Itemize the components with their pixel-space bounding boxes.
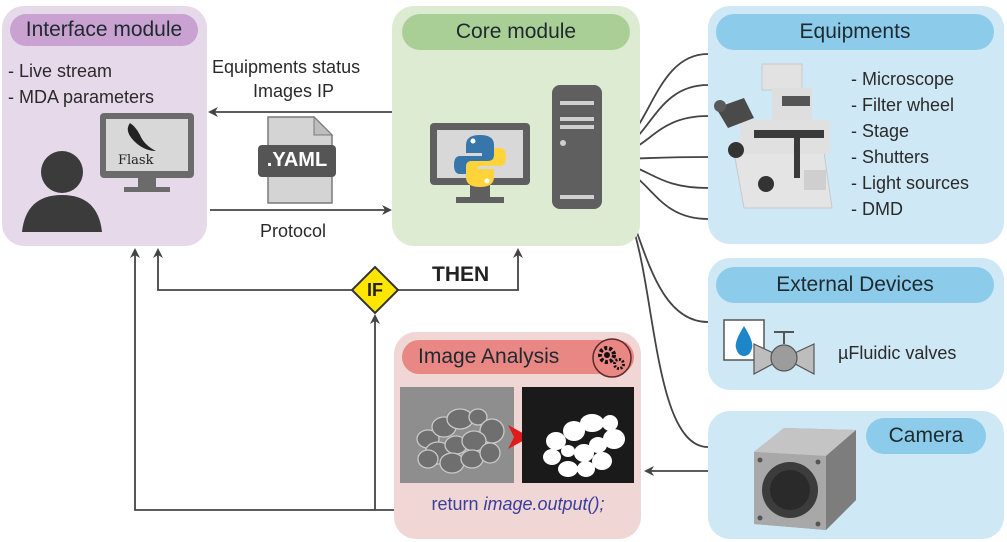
mask-cell xyxy=(603,429,625,449)
microfluidic-valves-label: µFluidic valves xyxy=(838,343,957,363)
if-diamond xyxy=(350,265,400,315)
mask-cell xyxy=(543,449,561,465)
equipment-item: - Microscope xyxy=(851,69,955,89)
red-arrow-icon xyxy=(508,425,530,449)
flask-logo-icon xyxy=(127,123,156,151)
code-function-call: image.output(); xyxy=(483,494,605,514)
arrow-output-to-interface xyxy=(130,248,394,511)
mask-cell xyxy=(563,421,585,441)
interface-item-mda-parameters: - MDA parameters xyxy=(8,87,155,107)
camera-title: Camera xyxy=(866,418,986,454)
camera-icon xyxy=(754,428,856,530)
mask-cell xyxy=(561,445,575,457)
mask-cell xyxy=(574,444,594,462)
cell xyxy=(439,452,465,474)
flask-label: Flask xyxy=(118,153,154,168)
external-devices-title: External Devices xyxy=(716,267,994,303)
equipment-item: - Stage xyxy=(851,121,910,141)
equipment-item: - Shutters xyxy=(851,147,930,167)
equipment-item: - Filter wheel xyxy=(851,95,955,115)
valve-icon xyxy=(723,319,815,375)
yaml-file-label: .YAML xyxy=(266,149,328,171)
image-analysis-code: return image.output(); xyxy=(400,494,636,515)
mask-cell xyxy=(577,461,595,477)
water-drop-icon xyxy=(735,326,753,356)
mask-cell xyxy=(589,437,607,453)
interface-module-list: - Live stream - MDA parameters xyxy=(8,58,154,110)
protocol-label: Protocol xyxy=(260,221,327,241)
segmented-mask-image xyxy=(522,387,634,483)
python-logo-icon xyxy=(454,135,506,187)
then-label: THEN xyxy=(432,263,490,286)
gears-icon xyxy=(592,338,632,378)
brightfield-cells-image xyxy=(400,387,514,483)
if-label: IF xyxy=(367,280,383,300)
image-analysis-title-text: Image Analysis xyxy=(418,345,560,368)
mask-cell xyxy=(602,415,618,431)
cell xyxy=(417,449,439,469)
interface-module-title: Interface module xyxy=(10,14,198,46)
cell xyxy=(468,408,488,426)
images-ip-label: Images IP xyxy=(253,81,335,101)
mask-cell xyxy=(580,414,604,432)
equipment-item: - DMD xyxy=(851,199,903,219)
server-tower-icon xyxy=(552,85,602,209)
mask-cell xyxy=(558,461,578,477)
equipments-status-label: Equipments status xyxy=(212,57,361,77)
user-icon xyxy=(22,151,102,232)
core-module-title: Core module xyxy=(402,14,630,50)
microscope-icon xyxy=(714,63,833,209)
equipment-item: - Light sources xyxy=(851,173,970,193)
yaml-file-icon xyxy=(258,115,336,204)
equipments-title: Equipments xyxy=(716,14,994,50)
mask-cell xyxy=(546,432,566,450)
python-monitor-icon xyxy=(430,123,530,203)
interface-item-live-stream: - Live stream xyxy=(8,61,113,81)
equipments-list: - Microscope - Filter wheel - Stage - Sh… xyxy=(851,66,969,222)
mask-cell xyxy=(592,452,612,470)
arrow-if-else-to-interface xyxy=(153,248,352,291)
code-return-keyword: return xyxy=(431,494,484,514)
cell xyxy=(479,442,501,464)
arrow-then-to-core xyxy=(398,248,523,291)
monitor-icon xyxy=(100,113,194,192)
